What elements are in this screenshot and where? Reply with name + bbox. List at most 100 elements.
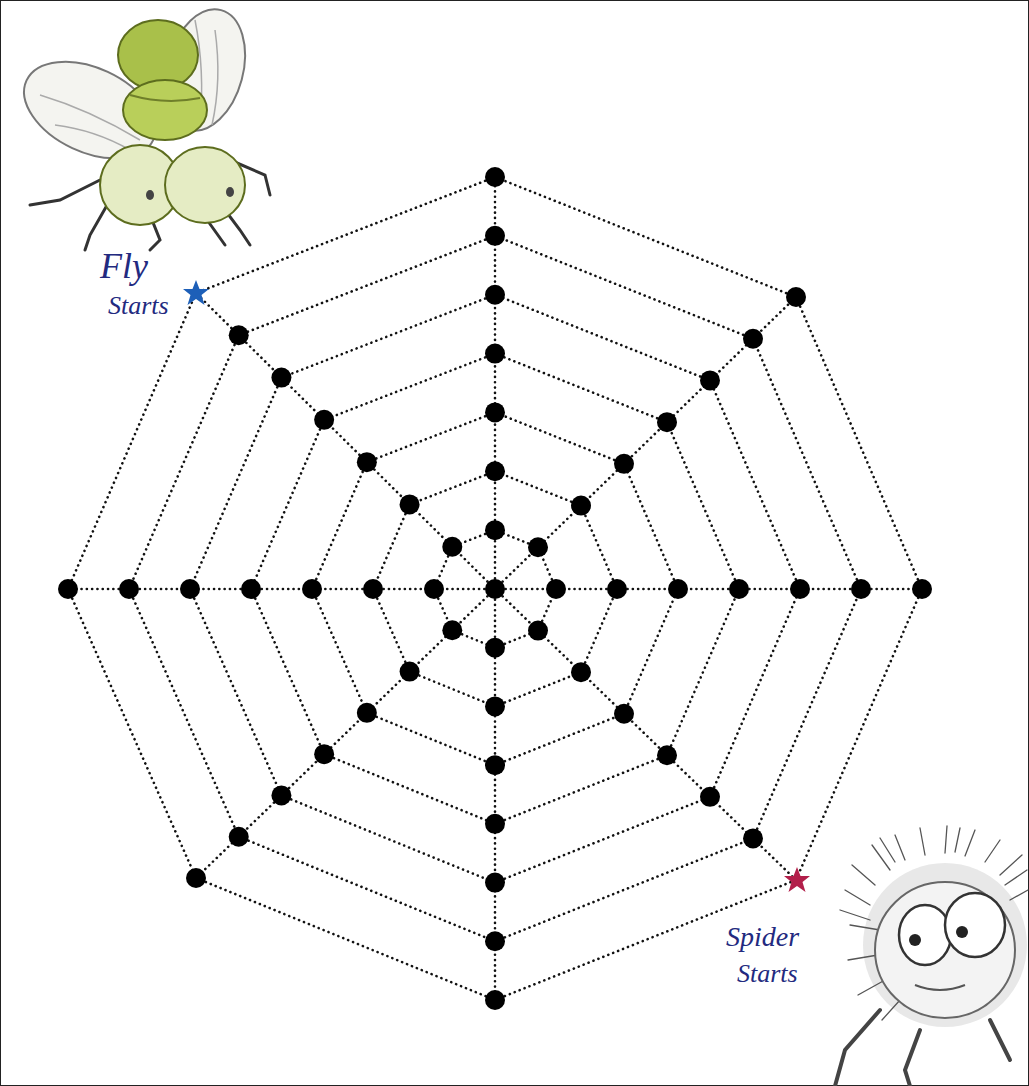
web-thread	[495, 412, 624, 463]
web-dot	[357, 452, 377, 472]
web-thread	[495, 236, 753, 339]
web-dot	[485, 520, 505, 540]
fly-label: Fly	[100, 247, 148, 287]
web-thread	[281, 795, 495, 882]
web-thread	[495, 755, 667, 824]
web-dot	[271, 785, 291, 805]
web-dot	[357, 703, 377, 723]
web-dot	[485, 755, 505, 775]
web-dot	[668, 579, 688, 599]
web-dot	[485, 285, 505, 305]
web-thread	[495, 354, 667, 423]
web-dot	[700, 370, 720, 390]
web-dot	[614, 704, 634, 724]
web-thread	[129, 335, 239, 589]
web-dot	[912, 579, 932, 599]
web-dot	[271, 368, 291, 388]
fly-starts-label: Starts	[108, 292, 169, 321]
web-dot	[119, 579, 139, 599]
web-thread	[495, 838, 753, 941]
web-dot	[729, 579, 749, 599]
web-thread	[373, 504, 410, 589]
web-thread	[796, 297, 922, 589]
web-thread	[624, 589, 678, 714]
web-dot	[485, 344, 505, 364]
web-dot	[657, 412, 677, 432]
web-dot	[700, 787, 720, 807]
fly-illustration	[9, 0, 270, 250]
web-dot	[743, 828, 763, 848]
web-dot	[528, 537, 548, 557]
web-thread	[251, 589, 324, 754]
web-dot	[400, 662, 420, 682]
web-dot	[229, 827, 249, 847]
spider-label: Spider	[726, 922, 799, 953]
web-thread	[710, 380, 800, 589]
web-thread	[410, 471, 495, 504]
web-dot	[485, 638, 505, 658]
web-dot	[485, 990, 505, 1010]
web-dot	[442, 537, 462, 557]
web-dot	[442, 620, 462, 640]
web-dot	[528, 621, 548, 641]
web-dot	[657, 745, 677, 765]
web-dot	[302, 579, 322, 599]
fly-start-star	[183, 280, 209, 305]
web-thread	[324, 354, 495, 420]
spider-web	[58, 167, 932, 1010]
web-thread	[495, 672, 581, 706]
web-dot	[571, 496, 591, 516]
web-dot	[485, 931, 505, 951]
web-thread	[495, 295, 710, 381]
web-dot	[485, 167, 505, 187]
web-thread	[239, 236, 495, 335]
web-thread	[410, 672, 495, 707]
web-dot	[790, 579, 810, 599]
spider-start-star	[784, 867, 810, 892]
web-dot	[58, 579, 78, 599]
web-thread	[312, 462, 367, 589]
web-thread	[796, 589, 922, 880]
web-thread	[281, 295, 495, 378]
web-dot	[400, 494, 420, 514]
web-thread	[68, 293, 196, 589]
web-dot	[485, 461, 505, 481]
web-dot	[314, 410, 334, 430]
web-thread	[239, 837, 495, 942]
web-thread	[373, 589, 410, 672]
web-thread	[495, 297, 796, 589]
web-dot	[485, 873, 505, 893]
web-dot	[241, 579, 261, 599]
web-thread	[196, 878, 495, 1000]
web-dot	[485, 814, 505, 834]
web-dot	[314, 744, 334, 764]
web-thread	[324, 754, 495, 824]
web-thread	[251, 420, 324, 589]
web-thread	[367, 713, 495, 765]
web-dot	[485, 226, 505, 246]
web-thread	[495, 177, 796, 297]
web-dot	[786, 287, 806, 307]
web-thread	[495, 589, 796, 880]
web-dot	[607, 579, 627, 599]
web-thread	[581, 589, 617, 672]
web-dot	[743, 329, 763, 349]
spider-starts-label: Starts	[737, 960, 798, 989]
web-dot	[571, 662, 591, 682]
web-dot	[424, 579, 444, 599]
web-dot	[180, 579, 200, 599]
spider-illustration	[835, 826, 1028, 1086]
web-thread	[68, 589, 196, 878]
web-dot	[851, 579, 871, 599]
web-dot	[485, 579, 505, 599]
web-thread	[624, 464, 678, 589]
web-thread	[196, 293, 495, 589]
web-thread	[190, 378, 281, 589]
web-thread	[367, 412, 495, 462]
web-dot	[229, 325, 249, 345]
web-dot	[614, 454, 634, 474]
web-dot	[186, 868, 206, 888]
